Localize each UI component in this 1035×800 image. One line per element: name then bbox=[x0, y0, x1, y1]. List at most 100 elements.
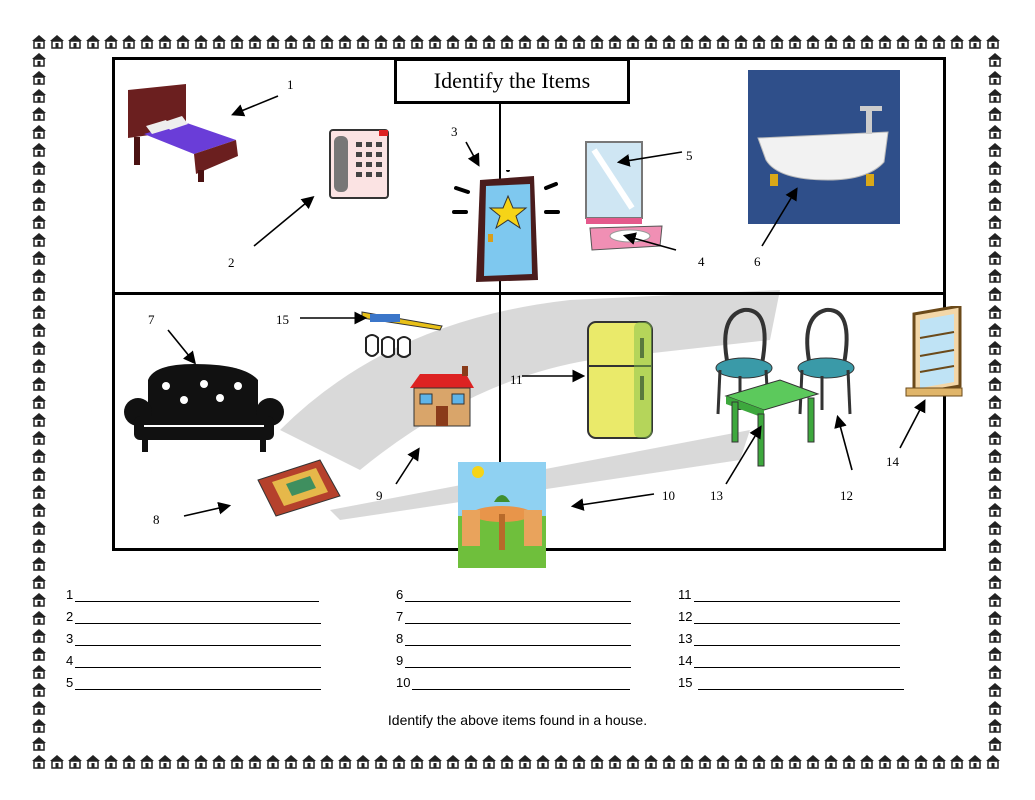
answer-line-13[interactable]: 13 bbox=[678, 628, 901, 646]
border-house-icon bbox=[86, 35, 100, 49]
border-house-icon bbox=[988, 719, 1002, 733]
border-house-icon bbox=[734, 35, 748, 49]
border-house-icon bbox=[446, 755, 460, 769]
border-house-icon bbox=[842, 755, 856, 769]
border-house-icon bbox=[806, 755, 820, 769]
border-house-icon bbox=[194, 35, 208, 49]
answer-line-3[interactable]: 3 bbox=[66, 628, 322, 646]
item-number-15: 15 bbox=[276, 312, 289, 327]
border-house-icon bbox=[32, 215, 46, 229]
border-house-icon bbox=[86, 755, 100, 769]
border-house-icon bbox=[32, 143, 46, 157]
border-house-icon bbox=[988, 287, 1002, 301]
border-house-icon bbox=[284, 35, 298, 49]
border-house-icon bbox=[986, 755, 1000, 769]
border-house-icon bbox=[988, 323, 1002, 337]
border-house-icon bbox=[212, 755, 226, 769]
panel-divider-horizontal bbox=[112, 292, 946, 295]
answer-line-5[interactable]: 5 bbox=[66, 672, 322, 690]
border-house-icon bbox=[806, 35, 820, 49]
border-house-icon bbox=[988, 467, 1002, 481]
border-house-icon bbox=[988, 575, 1002, 589]
border-house-icon bbox=[32, 575, 46, 589]
refrigerator-icon bbox=[587, 321, 653, 439]
border-house-icon bbox=[988, 521, 1002, 535]
answer-line-9[interactable]: 9 bbox=[396, 650, 632, 668]
border-house-icon bbox=[680, 35, 694, 49]
border-house-icon bbox=[518, 755, 532, 769]
border-house-icon bbox=[32, 557, 46, 571]
border-house-icon bbox=[988, 413, 1002, 427]
border-house-icon bbox=[988, 53, 1002, 67]
border-house-icon bbox=[50, 35, 64, 49]
house-border-left bbox=[30, 50, 48, 752]
border-house-icon bbox=[988, 503, 1002, 517]
border-house-icon bbox=[988, 395, 1002, 409]
border-house-icon bbox=[374, 755, 388, 769]
border-house-icon bbox=[950, 755, 964, 769]
border-house-icon bbox=[50, 755, 64, 769]
answer-line-1[interactable]: 1 bbox=[66, 584, 320, 602]
border-house-icon bbox=[988, 161, 1002, 175]
border-house-icon bbox=[988, 629, 1002, 643]
border-house-icon bbox=[500, 755, 514, 769]
border-house-icon bbox=[988, 647, 1002, 661]
border-house-icon bbox=[32, 593, 46, 607]
border-house-icon bbox=[572, 35, 586, 49]
border-house-icon bbox=[32, 161, 46, 175]
answer-line-10[interactable]: 10 bbox=[396, 672, 631, 690]
border-house-icon bbox=[698, 755, 712, 769]
border-house-icon bbox=[988, 593, 1002, 607]
answer-line-11[interactable]: 11 bbox=[678, 584, 900, 602]
border-house-icon bbox=[500, 35, 514, 49]
border-house-icon bbox=[788, 755, 802, 769]
answer-line-6[interactable]: 6 bbox=[396, 584, 632, 602]
border-house-icon bbox=[410, 755, 424, 769]
border-house-icon bbox=[988, 251, 1002, 265]
border-house-icon bbox=[590, 755, 604, 769]
border-house-icon bbox=[716, 35, 730, 49]
border-house-icon bbox=[428, 35, 442, 49]
answer-line-8[interactable]: 8 bbox=[396, 628, 632, 646]
border-house-icon bbox=[644, 755, 658, 769]
border-house-icon bbox=[988, 179, 1002, 193]
border-house-icon bbox=[988, 215, 1002, 229]
border-house-icon bbox=[194, 755, 208, 769]
worksheet-title: Identify the Items bbox=[394, 58, 630, 104]
border-house-icon bbox=[32, 71, 46, 85]
border-house-icon bbox=[988, 449, 1002, 463]
border-house-icon bbox=[988, 197, 1002, 211]
answer-line-7[interactable]: 7 bbox=[396, 606, 632, 624]
border-house-icon bbox=[104, 35, 118, 49]
border-house-icon bbox=[878, 755, 892, 769]
border-house-icon bbox=[32, 611, 46, 625]
table-icon bbox=[724, 379, 820, 467]
answer-line-14[interactable]: 14 bbox=[678, 650, 901, 668]
border-house-icon bbox=[680, 755, 694, 769]
border-house-icon bbox=[32, 701, 46, 715]
bed-icon bbox=[128, 84, 238, 182]
border-house-icon bbox=[988, 143, 1002, 157]
border-house-icon bbox=[932, 35, 946, 49]
border-house-icon bbox=[32, 485, 46, 499]
border-house-icon bbox=[248, 35, 262, 49]
item-number-7: 7 bbox=[148, 312, 155, 327]
border-house-icon bbox=[896, 755, 910, 769]
border-house-icon bbox=[32, 89, 46, 103]
border-house-icon bbox=[824, 755, 838, 769]
border-house-icon bbox=[32, 413, 46, 427]
answer-line-12[interactable]: 12 bbox=[678, 606, 901, 624]
border-house-icon bbox=[230, 35, 244, 49]
border-house-icon bbox=[32, 251, 46, 265]
answer-line-15[interactable]: 15 bbox=[678, 672, 905, 690]
answer-line-4[interactable]: 4 bbox=[66, 650, 322, 668]
border-house-icon bbox=[32, 629, 46, 643]
item-number-13: 13 bbox=[710, 488, 723, 503]
rug-icon bbox=[257, 459, 341, 517]
item-number-4: 4 bbox=[698, 254, 705, 269]
border-house-icon bbox=[536, 755, 550, 769]
border-house-icon bbox=[464, 35, 478, 49]
border-house-icon bbox=[554, 755, 568, 769]
border-house-icon bbox=[988, 341, 1002, 355]
answer-line-2[interactable]: 2 bbox=[66, 606, 322, 624]
